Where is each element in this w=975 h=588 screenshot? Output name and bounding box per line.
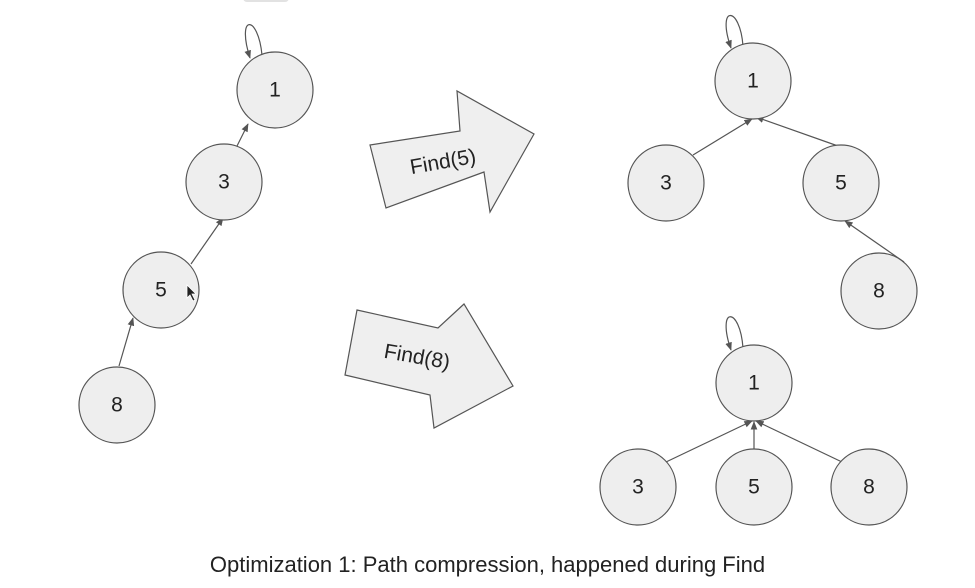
node-5[interactable]: 5 (802, 144, 880, 222)
node-8[interactable]: 8 (840, 252, 918, 330)
caption: Optimization 1: Path compression, happen… (209, 552, 766, 577)
node-label: 1 (747, 70, 759, 93)
node-label: 8 (873, 280, 885, 303)
top-tab-stub (243, 0, 289, 2)
node-1[interactable]: 1 (714, 42, 792, 120)
node-label: 8 (111, 394, 123, 417)
edge-3-to-1 (692, 118, 753, 156)
original-tree: 1 3 5 8 (78, 24, 314, 444)
mouse-cursor-icon (186, 284, 197, 302)
edge-5-to-3 (190, 217, 224, 265)
node-5[interactable]: 5 (122, 251, 200, 329)
node-8[interactable]: 8 (830, 448, 908, 526)
edge-3-to-1 (235, 123, 249, 149)
node-label: 3 (660, 172, 672, 195)
node-3[interactable]: 3 (599, 448, 677, 526)
node-label: 5 (155, 279, 167, 302)
node-label: 3 (218, 171, 230, 194)
node-1[interactable]: 1 (715, 344, 793, 422)
find8-arrow-shape (344, 303, 514, 429)
node-label: 8 (863, 476, 875, 499)
edge-8-to-5 (118, 317, 135, 367)
node-label: 1 (748, 372, 760, 395)
find5-arrow-shape (369, 89, 535, 214)
node-8[interactable]: 8 (78, 366, 156, 444)
self-loop-edge-1 (725, 316, 744, 351)
node-label: 5 (835, 172, 847, 195)
node-5[interactable]: 5 (715, 448, 793, 526)
edge-5-to-1 (755, 116, 839, 147)
find5-arrow: Find(5) (369, 89, 535, 214)
node-1[interactable]: 1 (236, 51, 314, 129)
self-loop-edge-1 (244, 24, 263, 59)
node-3[interactable]: 3 (627, 144, 705, 222)
find8-arrow: Find(8) (344, 303, 514, 429)
node-label: 1 (269, 79, 281, 102)
node-label: 3 (632, 476, 644, 499)
after-find5-tree: 1 3 5 8 (627, 15, 918, 330)
node-label: 5 (748, 476, 760, 499)
edge-8-to-1 (755, 420, 843, 463)
self-loop-edge-1 (725, 15, 744, 49)
after-find8-tree: 1 3 5 8 (599, 316, 908, 526)
node-3[interactable]: 3 (185, 143, 263, 221)
edge-3-to-1 (665, 420, 753, 463)
edge-8-to-5 (844, 220, 905, 263)
